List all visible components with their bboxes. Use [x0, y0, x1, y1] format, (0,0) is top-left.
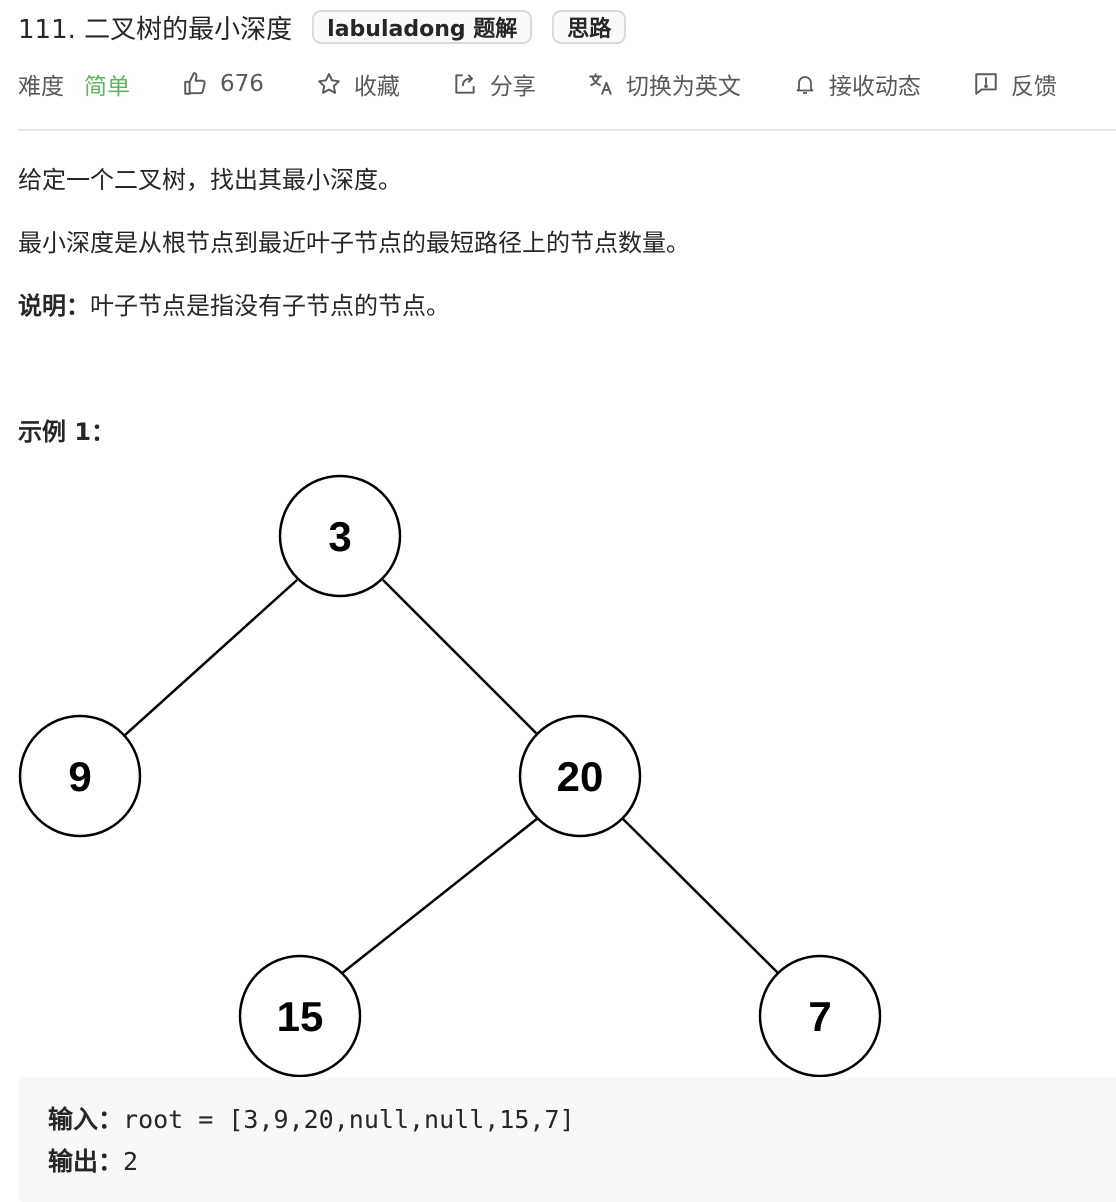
- tag-labuladong-solution[interactable]: labuladong 题解: [312, 10, 533, 44]
- difficulty-value: 简单: [84, 74, 130, 100]
- tree-node-label-7: 7: [808, 993, 831, 1040]
- tree-node-label-20: 20: [557, 753, 604, 800]
- share-icon: [455, 74, 475, 94]
- problem-title: 111. 二叉树的最小深度: [18, 14, 293, 45]
- tag-approach[interactable]: 思路: [552, 10, 627, 44]
- note-text: 叶子节点是指没有子节点的节点。: [90, 292, 450, 320]
- edge-3-9: [124, 579, 298, 736]
- translate-icon: [589, 73, 612, 95]
- favorite-label: 收藏: [353, 74, 400, 100]
- tree-node-label-3: 3: [328, 513, 351, 560]
- share-label: 分享: [489, 74, 536, 100]
- feedback-icon: [975, 73, 997, 95]
- tree-node-3: [278, 474, 402, 598]
- edge-3-20: [382, 579, 539, 736]
- description-note: 说明：叶子节点是指没有子节点的节点。: [18, 286, 450, 321]
- example-input-line: 输入：root = [3,9,20,null,null,15,7]: [48, 1099, 1086, 1141]
- edge-20-15: [340, 817, 539, 975]
- bell-icon: [796, 76, 814, 94]
- output-label: 输出：: [48, 1147, 124, 1176]
- difficulty-label: 难度: [18, 74, 64, 100]
- star-icon: [318, 73, 340, 94]
- thumbs-up-icon: [184, 72, 206, 95]
- title-row: 111. 二叉树的最小深度 labuladong 题解 思路: [18, 6, 646, 48]
- example-title: 示例 1：: [18, 418, 116, 446]
- tree-node-label-15: 15: [277, 993, 324, 1040]
- description-paragraph-1: 给定一个二叉树，找出其最小深度。: [18, 166, 402, 194]
- like-count: 676: [220, 71, 264, 97]
- tree-node-9: [18, 714, 142, 838]
- notify-button[interactable]: 接收动态: [793, 67, 921, 101]
- header-divider: [18, 129, 1116, 131]
- share-button[interactable]: 分享: [452, 67, 536, 101]
- edge-20-7: [621, 817, 780, 975]
- notify-label: 接收动态: [828, 74, 921, 100]
- output-value: 2: [123, 1147, 139, 1176]
- favorite-button[interactable]: 收藏: [316, 67, 400, 101]
- meta-toolbar: 难度 简单 676 收藏 分享 切换为英文 接收动态: [18, 62, 1116, 106]
- input-value: root = [3,9,20,null,null,15,7]: [123, 1105, 575, 1134]
- feedback-label: 反馈: [1010, 74, 1057, 100]
- binary-tree-diagram: 3 9 20 15 7: [18, 474, 882, 1078]
- note-label: 说明：: [18, 292, 90, 320]
- example-code-block: 输入：root = [3,9,20,null,null,15,7] 输出：2: [18, 1077, 1116, 1202]
- tree-node-label-9: 9: [68, 753, 91, 800]
- description-paragraph-2: 最小深度是从根节点到最近叶子节点的最短路径上的节点数量。: [18, 229, 690, 257]
- feedback-button[interactable]: 反馈: [973, 67, 1057, 101]
- translate-button[interactable]: 切换为英文: [588, 67, 741, 101]
- tree-node-15: [238, 954, 362, 1078]
- input-label: 输入：: [48, 1105, 124, 1134]
- translate-label: 切换为英文: [625, 74, 741, 100]
- example-output-line: 输出：2: [48, 1141, 1086, 1183]
- like-button[interactable]: 676: [182, 71, 264, 97]
- tree-node-20: [518, 714, 642, 838]
- tree-node-7: [758, 954, 882, 1078]
